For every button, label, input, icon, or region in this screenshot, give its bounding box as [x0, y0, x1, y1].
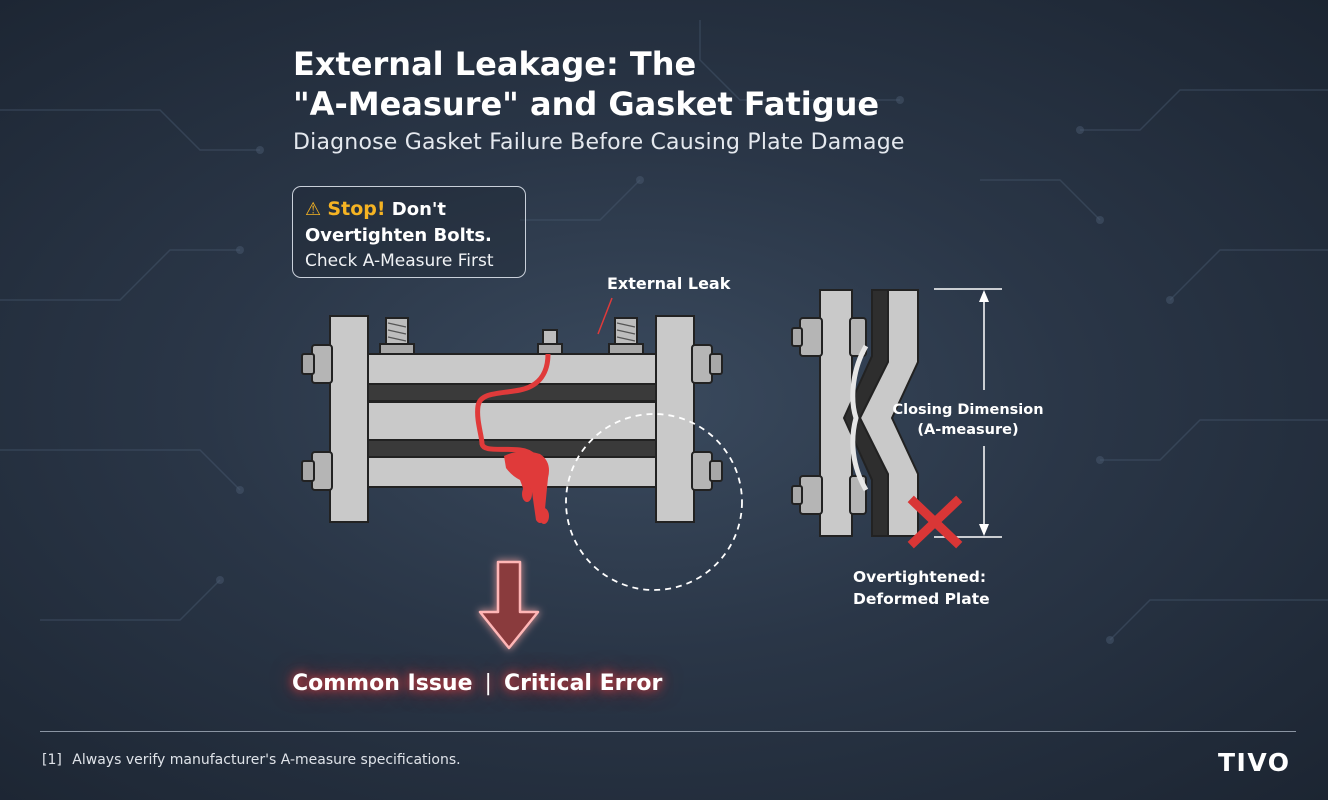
frame-plate-right — [655, 315, 695, 523]
error-x-icon — [907, 495, 963, 549]
common-issue-text: Common Issue — [292, 671, 473, 696]
footnote-text: Always verify manufacturer's A-measure s… — [72, 752, 461, 768]
inspection-circle — [565, 413, 743, 591]
plate-pack-assembly — [301, 315, 723, 523]
closing-dimension-label: Closing Dimension (A-measure) — [892, 402, 1044, 438]
leak-drip — [504, 451, 549, 524]
frame-plate-left — [329, 315, 369, 523]
title-line-2: "A-Measure" and Gasket Fatigue — [293, 85, 880, 123]
page-title: External Leakage: The "A-Measure" and Ga… — [293, 44, 933, 124]
issue-classification: Common Issue | Critical Error — [292, 671, 662, 696]
brand-logo: TIVO — [1218, 748, 1291, 777]
a-measure-dimension — [934, 288, 1002, 538]
side-view-assembly — [791, 289, 919, 537]
leak-pointer — [597, 297, 613, 335]
footnote: [1] Always verify manufacturer's A-measu… — [42, 752, 461, 768]
critical-error-text: Critical Error — [503, 671, 663, 696]
overtightened-label: Overtightened: Deformed Plate — [853, 568, 990, 608]
warning-line1-rest: Don't — [391, 199, 447, 220]
plate-middle — [367, 401, 657, 441]
separator: | — [484, 671, 492, 696]
footnote-number: [1] — [42, 752, 62, 768]
footer-divider — [40, 731, 1296, 732]
external-leak-label: External Leak — [607, 274, 731, 293]
warning-stop-text: Stop! — [327, 198, 386, 220]
title-line-1: External Leakage: The — [293, 45, 697, 83]
warning-line-2: Overtighten Bolts. — [305, 225, 492, 246]
leak-path — [475, 353, 551, 471]
down-arrow-icon — [478, 560, 540, 650]
warning-triangle-icon: ⚠ — [305, 199, 322, 220]
warning-line-3: Check A-Measure First — [305, 251, 494, 271]
warning-callout: ⚠ Stop! Don't Overtighten Bolts. Check A… — [292, 186, 526, 278]
plate-top — [367, 353, 657, 385]
page-subtitle: Diagnose Gasket Failure Before Causing P… — [293, 130, 905, 155]
